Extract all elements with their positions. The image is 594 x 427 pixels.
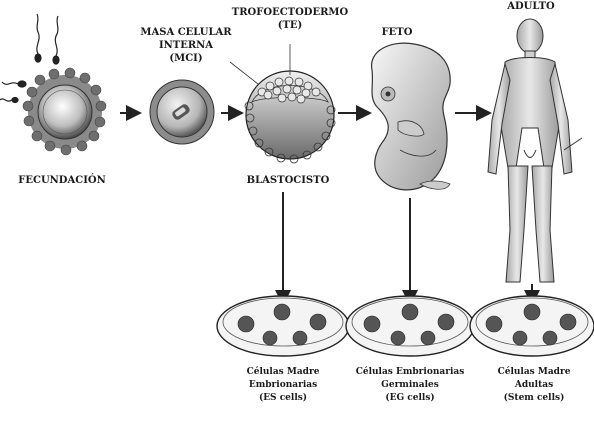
- petri-dish-eg-icon: [345, 295, 475, 357]
- label-es-line3: (ES cells): [258, 393, 308, 403]
- label-te-line2: (TE): [277, 20, 303, 31]
- label-feto: FETO: [381, 27, 413, 38]
- label-es-line2: Embrionarias: [248, 380, 318, 390]
- label-es-cells: Células Madre Embrionarias (ES cells): [224, 366, 342, 405]
- sperm-icon: [0, 13, 60, 104]
- label-stem-line2: Adultas: [514, 380, 554, 390]
- label-es-line1: Células Madre: [246, 367, 320, 377]
- label-mci-line3: (MCI): [169, 53, 203, 64]
- blastocyst-icon: [229, 44, 336, 164]
- label-stem-cells: Células Madre Adultas (Stem cells): [478, 366, 590, 405]
- petri-dish-es-icon: [216, 295, 350, 357]
- zygote-icon: [149, 79, 215, 145]
- label-eg-line2: Germinales: [381, 380, 439, 390]
- label-te: TROFOECTODERMO (TE): [226, 6, 354, 32]
- label-adulto: ADULTO: [507, 1, 555, 12]
- label-eg-line1: Células Embrionarias: [355, 367, 465, 377]
- label-blastocisto: BLASTOCISTO: [246, 175, 330, 186]
- label-fecundacion: FECUNDACIÓN: [18, 175, 106, 186]
- label-stem-line3: (Stem cells): [503, 393, 565, 403]
- label-mci: MASA CELULAR INTERNA (MCI): [138, 26, 234, 65]
- adult-icon: [487, 18, 583, 283]
- label-eg-cells: Células Embrionarias Germinales (EG cell…: [342, 366, 478, 405]
- label-eg-line3: (EG cells): [385, 393, 435, 403]
- petri-dish-adult-icon: [469, 295, 594, 357]
- label-mci-line1: MASA CELULAR: [140, 27, 232, 38]
- fertilization-egg-icon: [22, 67, 107, 156]
- fetus-icon: [371, 42, 451, 191]
- label-te-line1: TROFOECTODERMO: [231, 7, 349, 18]
- label-mci-line2: INTERNA: [158, 40, 214, 51]
- label-stem-line1: Células Madre: [497, 367, 571, 377]
